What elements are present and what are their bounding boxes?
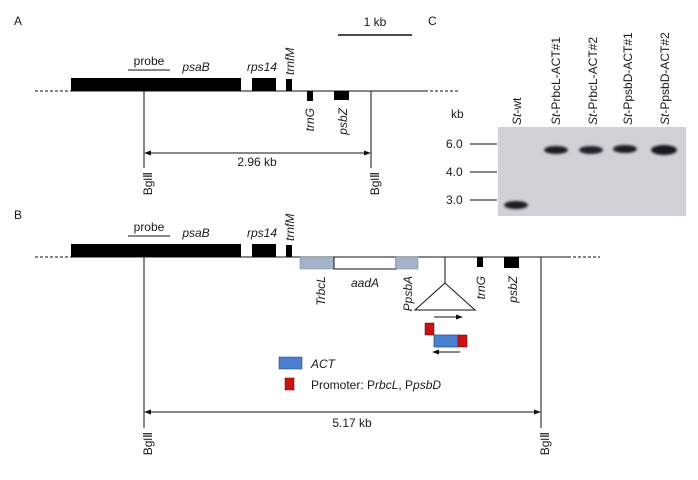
panel-b: B probe psaB rps14 trnfM TrbcL aadA Ppsb… [14, 208, 600, 455]
panel-c: C St-wt St-PrbcL-ACT#1 St-PrbcL-ACT#2 St… [428, 14, 686, 216]
probe-label-b: probe [134, 220, 165, 234]
trnfM-label-b: trnfM [283, 214, 297, 241]
psbZ-gene-a [334, 91, 349, 100]
fragment-size-a: 2.96 kb [237, 155, 277, 169]
band-ppsbd-1 [613, 145, 637, 153]
forward-promoter [424, 322, 435, 336]
trnG-label-a: trnG [303, 108, 317, 131]
marker-label-6: 6.0 [446, 137, 463, 151]
marker-label-3: 3.0 [446, 193, 463, 207]
blot-membrane [498, 127, 686, 216]
rps14-label-b: rps14 [247, 226, 277, 240]
reverse-arrowhead [432, 349, 439, 355]
PpsbA-element [395, 256, 419, 270]
fragment-arrowhead-a-right [364, 150, 371, 156]
psaB-label-a: psaB [181, 60, 209, 74]
panel-c-label: C [428, 14, 437, 28]
insertion-triangle [413, 282, 477, 311]
trnfM-label-a: trnfM [283, 48, 297, 75]
trnfM-gene-b [286, 245, 292, 257]
lane-label-5: St-PpsbD-ACT#2 [658, 32, 672, 125]
TrbcL-label: TrbcL [314, 276, 328, 306]
rps14-label-a: rps14 [247, 60, 277, 74]
trnG-gene-a [307, 91, 313, 101]
psaB-gene-a [71, 78, 241, 91]
aadA-label: aadA [351, 276, 379, 290]
band-wt [504, 201, 528, 209]
legend-promoter-swatch [284, 377, 295, 391]
legend-promoter-label: Promoter: PrbcL, PpsbD [311, 378, 441, 392]
psbZ-gene-b [504, 257, 519, 268]
fragment-arrowhead-a-left [144, 150, 151, 156]
bglii-label-b-left: BglⅡ [141, 432, 155, 455]
lane-label-4: St-PpsbD-ACT#1 [621, 32, 635, 125]
trnfM-gene-a [286, 79, 292, 91]
construct-reverse [432, 334, 468, 355]
forward-arrowhead [456, 314, 463, 320]
panel-b-label: B [14, 208, 22, 222]
reverse-act [433, 334, 459, 348]
bglii-label-a-right: BglⅡ [368, 172, 382, 195]
scale-bar: 1 kb [338, 15, 412, 36]
legend-act-swatch [278, 356, 303, 370]
rps14-gene-a [252, 78, 276, 91]
fragment-size-b: 5.17 kb [332, 416, 372, 430]
trnG-label-b: trnG [474, 276, 488, 299]
psbZ-label-b: psbZ [506, 275, 520, 303]
band-prbcl-2 [579, 146, 603, 154]
reverse-promoter [457, 334, 468, 348]
trnG-gene-b [477, 257, 483, 267]
lane-label-1: St-wt [510, 97, 524, 125]
lane-label-3: St-PrbcL-ACT#2 [586, 37, 600, 125]
marker-label-4: 4.0 [446, 165, 463, 179]
scale-bar-label: 1 kb [364, 15, 387, 29]
psaB-gene-b [71, 244, 241, 257]
bglii-label-b-right: BglⅡ [538, 432, 552, 455]
panel-a-label: A [14, 14, 22, 28]
PpsbA-label: PpsbA [401, 276, 415, 311]
panel-a: A 1 kb probe psaB rps14 trnfM trnG psbZ … [14, 14, 460, 195]
probe-label-a: probe [134, 54, 165, 68]
fragment-arrowhead-b-right [534, 409, 541, 415]
lane-label-2: St-PrbcL-ACT#1 [549, 37, 563, 125]
kb-axis-label: kb [451, 107, 464, 121]
legend-act-label: ACT [310, 357, 337, 371]
band-prbcl-1 [544, 146, 568, 154]
legend: ACT Promoter: PrbcL, PpsbD [278, 356, 441, 392]
bglii-label-a-left: BglⅡ [141, 172, 155, 195]
band-ppsbd-2 [651, 145, 677, 155]
fragment-arrowhead-b-left [144, 409, 151, 415]
aadA-gene [333, 256, 397, 270]
TrbcL-element [299, 256, 335, 270]
rps14-gene-b [252, 244, 276, 257]
psbZ-label-a: psbZ [336, 107, 350, 135]
psaB-label-b: psaB [181, 226, 209, 240]
